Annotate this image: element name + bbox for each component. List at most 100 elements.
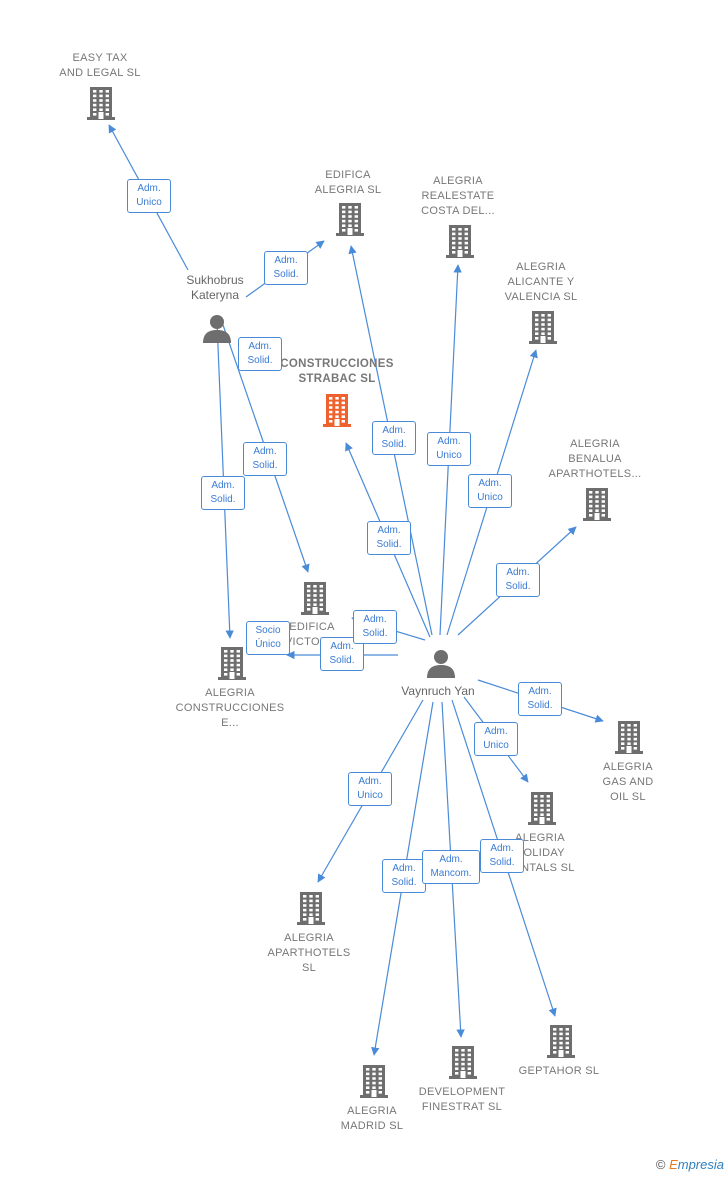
relation-label-line: Adm. xyxy=(330,641,354,652)
company-label-line: ALEGRIA xyxy=(515,832,565,844)
building-icon[interactable] xyxy=(527,790,557,831)
relation-label[interactable]: Adm. Unico xyxy=(474,722,518,756)
company-label-line: MADRID SL xyxy=(340,1120,404,1132)
company-label-line: HOLIDAY xyxy=(515,847,565,859)
relation-label-line: Adm. xyxy=(253,446,277,457)
building-icon[interactable] xyxy=(296,890,326,931)
company-label-line: AND LEGAL SL xyxy=(59,67,141,79)
relation-label-line: Adm. xyxy=(382,425,406,436)
building-icon[interactable] xyxy=(322,392,352,433)
company-label-easy-tax[interactable]: EASY TAX AND LEGAL SL xyxy=(25,51,175,81)
company-label-line: ALICANTE Y xyxy=(507,276,575,288)
relation-label-line: Adm. xyxy=(490,843,514,854)
building-icon[interactable] xyxy=(300,580,330,621)
company-label-line: ALEGRIA xyxy=(347,1105,397,1117)
person-label-vaynruch[interactable]: Vaynruch Yan xyxy=(378,684,498,699)
company-label-line: APARTHOTELS... xyxy=(548,468,642,480)
company-label-line: CONSTRUCCIONES xyxy=(175,702,285,714)
company-label-development-finestrat[interactable]: DEVELOPMENT FINESTRAT SL xyxy=(387,1085,537,1115)
brand-footer: © Empresia xyxy=(656,1157,724,1172)
relation-label[interactable]: Adm. Unico xyxy=(468,474,512,508)
relation-label-line: Solid. xyxy=(391,877,417,888)
relation-label-line: Solid. xyxy=(489,857,515,868)
relation-label-line: Unico xyxy=(477,492,503,503)
relation-label-line: Adm. xyxy=(437,436,461,447)
relation-label-line: Adm. xyxy=(137,183,161,194)
relation-label-line: Socio xyxy=(255,625,281,636)
relation-label-line: Solid. xyxy=(247,355,273,366)
relation-label[interactable]: Adm. Unico xyxy=(127,179,171,213)
copyright-symbol: © xyxy=(655,1157,666,1172)
relation-label[interactable]: Adm.Solid. xyxy=(320,637,364,671)
company-label-line: GEPTAHOR SL xyxy=(518,1065,600,1077)
building-icon[interactable] xyxy=(614,719,644,760)
relation-label-line: Adm. xyxy=(484,726,508,737)
company-label-line: FINESTRAT SL xyxy=(421,1101,503,1113)
relation-label[interactable]: Adm.Solid. xyxy=(238,337,282,371)
relation-label-line: Solid. xyxy=(210,494,236,505)
relation-label[interactable]: Adm.Solid. xyxy=(353,610,397,644)
building-icon[interactable] xyxy=(335,201,365,242)
building-icon[interactable] xyxy=(217,645,247,686)
relation-label-line: Adm. xyxy=(358,776,382,787)
relation-label[interactable]: Adm.Solid. xyxy=(496,563,540,597)
relation-label-line: Adm. xyxy=(377,525,401,536)
relation-label[interactable]: Adm. Solid. xyxy=(480,839,524,873)
relation-label[interactable]: Adm.Solid. xyxy=(264,251,308,285)
company-label-line: DEVELOPMENT xyxy=(418,1086,506,1098)
company-label-line: COSTA DEL... xyxy=(421,205,495,217)
relation-label[interactable]: Adm. Unico xyxy=(427,432,471,466)
building-icon[interactable] xyxy=(528,309,558,350)
relation-label-line: Solid. xyxy=(362,628,388,639)
building-icon[interactable] xyxy=(582,486,612,527)
relation-label-line: Adm. xyxy=(506,567,530,578)
relation-label-line: Unico xyxy=(483,740,509,751)
company-label-line: EDIFICA xyxy=(325,169,371,181)
person-icon[interactable] xyxy=(426,648,456,683)
person-icon[interactable] xyxy=(202,313,232,348)
relation-label[interactable]: Adm.Solid. xyxy=(372,421,416,455)
brand-initial: E xyxy=(669,1157,678,1172)
building-icon[interactable] xyxy=(445,223,475,264)
relation-label[interactable]: Adm.Solid. xyxy=(518,682,562,716)
relation-label-line: Unico xyxy=(436,450,462,461)
relation-label-line: Solid. xyxy=(527,700,553,711)
relation-label[interactable]: Adm. Mancom. xyxy=(422,850,480,884)
building-icon[interactable] xyxy=(86,85,116,126)
company-label-line: ALEGRIA xyxy=(570,438,620,450)
company-label-geptahor[interactable]: GEPTAHOR SL xyxy=(484,1064,634,1079)
company-label-line: APARTHOTELS xyxy=(267,947,351,959)
building-icon[interactable] xyxy=(448,1044,478,1085)
company-label-alegria-madrid[interactable]: ALEGRIA MADRID SL xyxy=(297,1104,447,1134)
company-label-line: EASY TAX xyxy=(72,52,128,64)
relation-label[interactable]: Adm. Solid. xyxy=(201,476,245,510)
company-label-line: SL xyxy=(301,962,317,974)
company-label-line: ALEGRIA xyxy=(433,175,483,187)
relation-label-line: Mancom. xyxy=(430,868,472,879)
relation-label[interactable]: Adm. Solid. xyxy=(367,521,411,555)
company-label-line: STRABAC SL xyxy=(298,373,376,385)
relation-label-line: Adm. xyxy=(439,854,463,865)
relation-label-line: Solid. xyxy=(252,460,278,471)
relation-label-line: Solid. xyxy=(376,539,402,550)
building-icon[interactable] xyxy=(359,1063,389,1104)
relation-label-line: Adm. xyxy=(478,478,502,489)
relation-label[interactable]: Adm. Solid. xyxy=(243,442,287,476)
relation-label-line: Adm. xyxy=(211,480,235,491)
company-label-line: OIL SL xyxy=(610,791,646,803)
building-icon[interactable] xyxy=(546,1023,576,1064)
relation-label[interactable]: Adm.Unico xyxy=(348,772,392,806)
relation-label[interactable]: Adm.Solid. xyxy=(382,859,426,893)
relation-label-line: Unico xyxy=(136,197,162,208)
